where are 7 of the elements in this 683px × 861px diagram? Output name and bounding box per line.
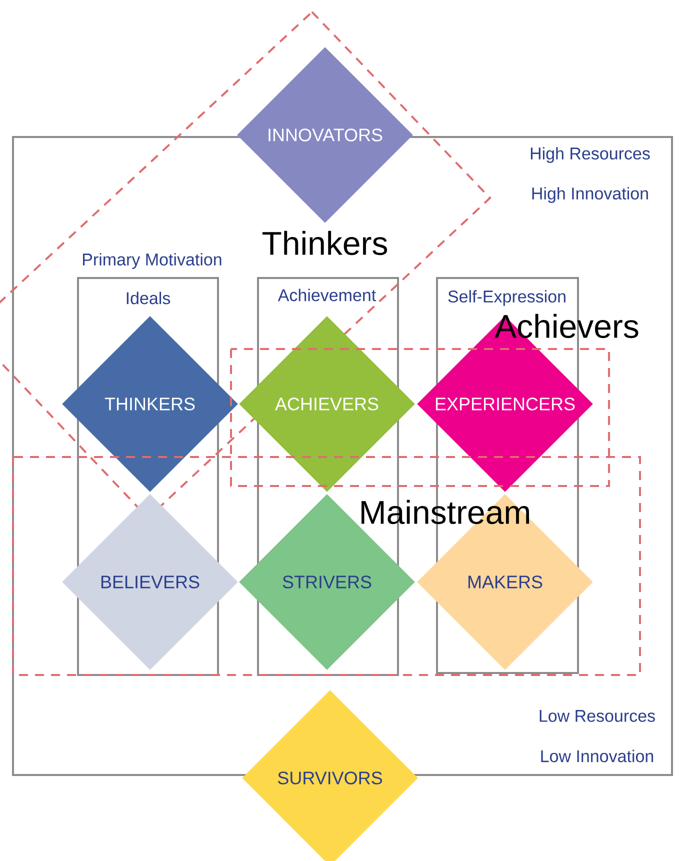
axis-label: High Resources: [530, 147, 650, 163]
axis-label: Low Innovation: [541, 750, 654, 762]
axis-label: Self-Expression: [448, 290, 566, 306]
axis-label: Achievement: [278, 288, 376, 302]
axis-label: Low Resources: [540, 710, 655, 722]
axis-label: High Innovation: [532, 187, 648, 203]
axis-label: Primary Motivation: [83, 253, 222, 269]
